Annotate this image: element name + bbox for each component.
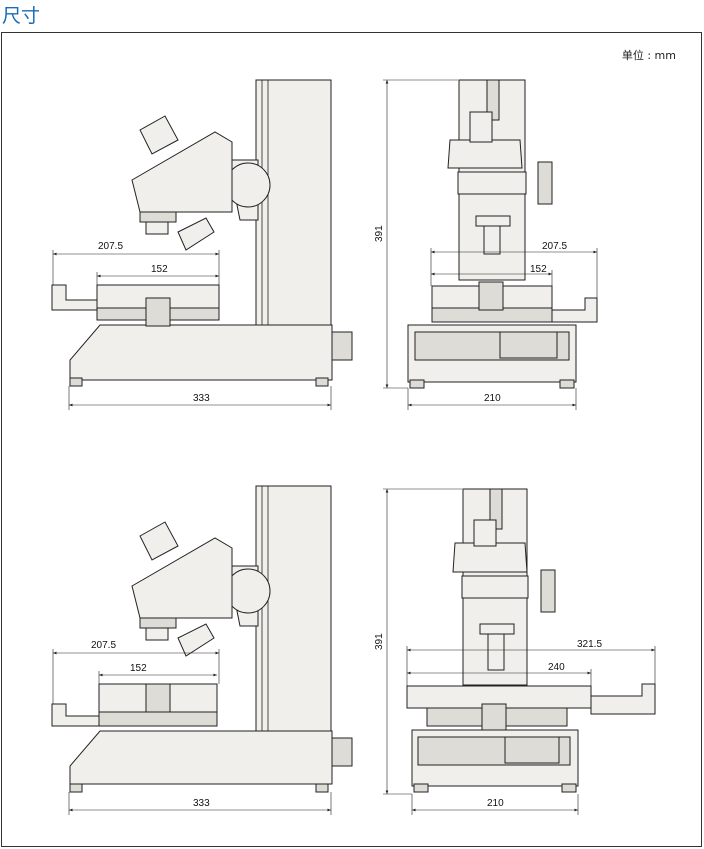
dim-overall-width: 333 — [193, 393, 210, 404]
base — [69, 324, 333, 381]
drawing-frame — [1, 32, 702, 847]
turret — [452, 542, 528, 573]
focus-wheel — [225, 568, 271, 614]
eyepiece — [139, 521, 179, 561]
column — [255, 79, 332, 326]
side-view-bottom: 207.5 152 333 — [51, 485, 353, 815]
focus-wheel — [225, 162, 271, 208]
unit-label: 单位 : mm — [621, 49, 676, 62]
dim-width: 210 — [487, 798, 504, 809]
front-view-top: 207.5 152 210 391 — [374, 79, 598, 410]
focus-knob — [540, 569, 556, 613]
dim-stage-outer: 207.5 — [91, 640, 116, 651]
dim-stage-inner: 152 — [530, 264, 547, 275]
section-title: 尺寸 — [2, 5, 41, 27]
side-view-top: 207.5 152 333 — [51, 79, 353, 410]
dim-stage-inner: 152 — [130, 663, 147, 674]
focus-knob — [331, 737, 353, 767]
front-view-bottom: 321.5 240 210 391 — [374, 488, 656, 815]
dim-height: 391 — [374, 225, 385, 242]
dim-stage-inner: 240 — [548, 662, 565, 673]
dim-overall-width: 333 — [193, 798, 210, 809]
dim-width: 210 — [484, 393, 501, 404]
base — [69, 730, 333, 785]
dim-stage-outer: 207.5 — [542, 241, 567, 252]
turret — [447, 139, 523, 169]
dim-stage-outer: 207.5 — [98, 241, 123, 252]
dim-height: 391 — [374, 633, 385, 650]
focus-knob — [331, 331, 353, 361]
dim-stage-outer: 321.5 — [577, 639, 602, 650]
focus-knob — [537, 161, 553, 205]
eyepiece — [139, 115, 179, 155]
column — [255, 485, 332, 732]
microscope-head — [131, 537, 233, 619]
microscope-head — [131, 131, 233, 213]
dim-stage-inner: 152 — [151, 264, 168, 275]
